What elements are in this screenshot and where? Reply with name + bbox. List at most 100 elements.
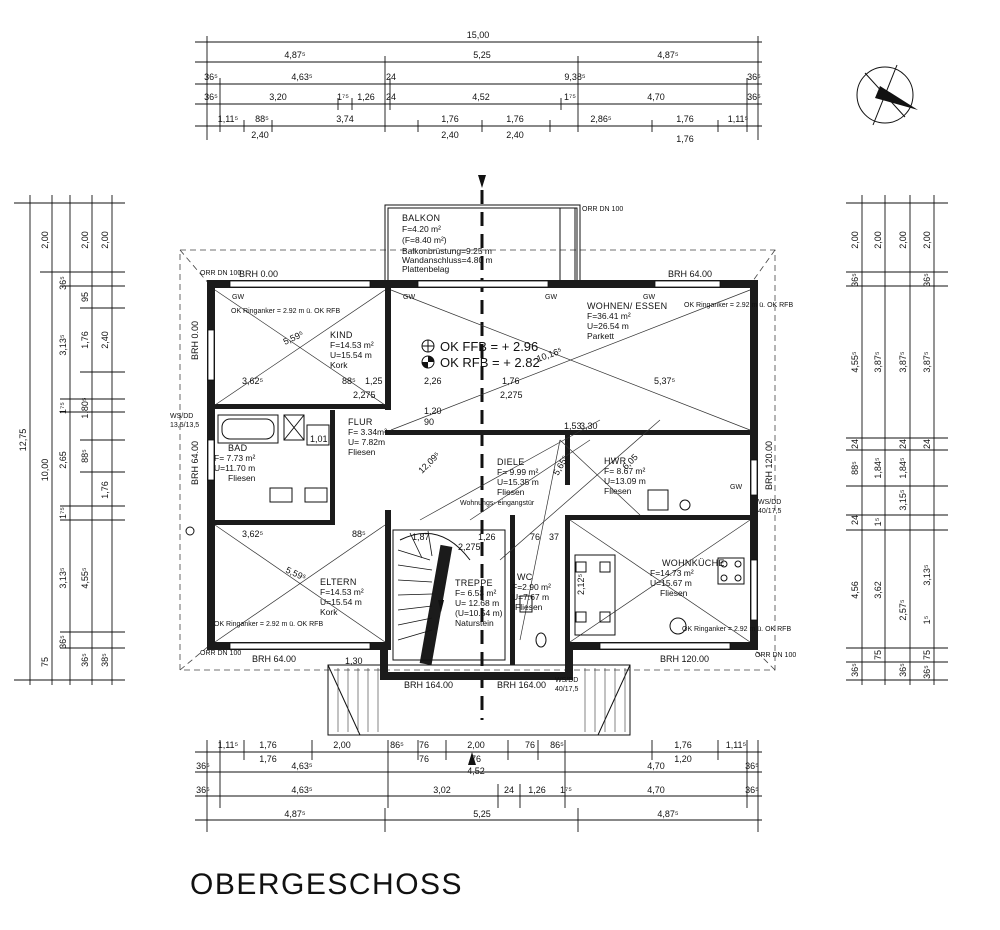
note-brh-top-right: BRH 64.00	[668, 269, 712, 279]
dim-885b: 88⁵	[352, 529, 366, 539]
dim-bot-r4-f: 1⁷⁵	[560, 785, 572, 795]
note-ws-bottom: WS/DD	[555, 677, 578, 684]
room-kind-perimeter: U=15.54 m	[330, 350, 372, 360]
note-orr-balkon: ORR DN 100	[582, 206, 623, 213]
room-wohnkueche: WOHNKÜCHE F=14.73 m² U=15.67 m Fliesen	[650, 558, 724, 598]
room-wohnen-area: F=36.41 m²	[587, 311, 631, 321]
room-eltern-perimeter: U=15.54 m	[320, 597, 362, 607]
dim-right-c3-d: 1,84⁵	[898, 457, 908, 479]
dim-top-r4-d: 1,76	[441, 114, 459, 124]
dim-right-c4-g: 75	[922, 650, 932, 660]
dim-top-r4-a: 1,11⁵	[218, 114, 239, 124]
dim-top-r1-a: 4,87⁵	[284, 50, 306, 60]
dim-bot-r5-c: 4,87⁵	[657, 809, 679, 819]
room-wohnen-perimeter: U=26.54 m	[587, 321, 629, 331]
dim-top-r4-c: 3,74	[336, 114, 354, 124]
dim-right-c4-b: 36⁵	[922, 273, 932, 287]
note-ringanker-4: OK Ringanker = 2.92 m ü. OK RFB	[682, 626, 791, 633]
dim-top-r3-e: 24	[386, 92, 396, 102]
note-ws-left-val: 13,5/13,5	[170, 422, 199, 429]
dim-right-c1-g: 4,56	[850, 581, 860, 599]
dim-right-c2-c: 1,84⁵	[873, 457, 883, 479]
section-line	[468, 175, 486, 765]
dim-top-r4-f: 2,86⁵	[590, 114, 612, 124]
room-eltern: ELTERN F=14.53 m² U=15.54 m Kork	[320, 577, 364, 617]
room-wohnkueche-floor: Fliesen	[660, 588, 688, 598]
room-eltern-name: ELTERN	[320, 577, 357, 587]
dim-top-r1-c: 4,87⁵	[657, 50, 679, 60]
north-arrow-icon	[856, 64, 918, 126]
room-eltern-floor: Kork	[320, 607, 338, 617]
note-orr-tl: ORR DN 100	[200, 270, 241, 277]
dim-right-c1-e: 88⁵	[850, 461, 860, 475]
room-diele-area: F= 9.99 m²	[497, 467, 539, 477]
room-hwr-area: F= 8.67 m²	[604, 466, 646, 476]
note-brh-left: BRH 0.00	[190, 321, 200, 360]
room-treppe-floor: Naturstein	[455, 618, 494, 628]
dim-bot-r4-a: 36⁵	[196, 785, 210, 795]
dim-90: 90	[424, 417, 434, 427]
exterior-light-icon	[185, 526, 195, 536]
dim-right-c1-c: 4,55⁵	[850, 351, 860, 373]
dim-2275c: 2,275	[458, 542, 481, 552]
dim-bot-r1-g: 76	[525, 740, 535, 750]
note-gw-4: GW	[643, 294, 655, 301]
dim-right-c2-f: 3,62	[873, 581, 883, 599]
dim-right-c4-a: 2,00	[922, 231, 932, 249]
level-ok-rfb: OK RFB = + 2.82	[440, 355, 540, 370]
room-treppe: TREPPE F= 6.53 m² U= 12.68 m (U=10.54 m)…	[455, 578, 503, 628]
dim-left-c3-c: 3,13⁵	[58, 334, 68, 356]
dim-top-r2-a: 36⁵	[204, 72, 218, 82]
dim-101: 1,01	[310, 434, 328, 444]
room-balkon-name: BALKON	[402, 213, 440, 223]
dim-top-r3-h: 4,70	[647, 92, 665, 102]
dim-2275a: 2,275	[353, 390, 376, 400]
dim-bot-r4-h: 36⁵	[745, 785, 759, 795]
room-bad-perimeter: U=11.70 m	[214, 463, 255, 473]
dim-right-c1-d: 24	[850, 439, 860, 449]
room-kind: KIND F=14.53 m² U=15.54 m Kork	[330, 330, 374, 370]
dim-left-c3-b: 36⁵	[58, 276, 68, 290]
room-wc-floor: Fliesen	[515, 602, 543, 612]
dim-212: 2,12⁵	[576, 573, 586, 595]
room-flur-perimeter: U= 7.82m	[348, 437, 385, 447]
fixtures	[185, 414, 745, 648]
dim-left-c4-d: 1,80⁵	[80, 397, 90, 419]
room-wohnkueche-area: F=14.73 m²	[650, 568, 694, 578]
interior-walls	[215, 288, 750, 666]
note-brh-left2: BRH 64.00	[190, 441, 200, 485]
room-diele-perimeter: U=15.35 m	[497, 477, 539, 487]
dim-bot-r3-c: 4,52	[467, 766, 485, 776]
note-brh-top-left: BRH 0.00	[239, 269, 278, 279]
dim-bot-r3-e: 36⁵	[745, 761, 759, 771]
dim-left-c3-i: 75	[40, 657, 50, 667]
dim-right-c1-f: 24	[850, 515, 860, 525]
note-ringanker-2: OK Ringanker = 2.92 m ü. OK RFB	[684, 302, 793, 309]
section-arrow-top-icon	[478, 175, 486, 188]
room-flur: FLUR F= 3.34m² U= 7.82m Fliesen	[348, 417, 387, 457]
dim-bot-r5-b: 5,25	[473, 809, 491, 819]
note-brh-right: BRH 120.00	[764, 441, 774, 490]
dim-left-overall: 12,75	[18, 429, 28, 452]
dim-right-c1-h: 36⁵	[850, 663, 860, 677]
room-wc: WC F=2.90 m² U=7.67 m Fliesen	[512, 572, 551, 612]
dim-bot-r2-a: 1,76	[259, 754, 277, 764]
right-dimension-chains: 2,00 36⁵ 4,55⁵ 24 88⁵ 24 4,56 36⁵ 2,00 3…	[846, 195, 948, 685]
room-diele: DIELE F= 9.99 m² U=15.35 m Fliesen	[497, 457, 539, 497]
dim-right-c4-f: 1⁵	[922, 615, 932, 624]
room-hwr-name: HWR	[604, 456, 627, 466]
room-wc-area: F=2.90 m²	[512, 582, 551, 592]
dim-559-top: 5,59⁵	[282, 329, 306, 347]
note-ringanker-1: OK Ringanker = 2.92 m ü. OK RFB	[231, 308, 340, 315]
room-bad-floor: Fliesen	[228, 473, 256, 483]
dim-130: 1,30	[345, 656, 363, 666]
room-kind-name: KIND	[330, 330, 353, 340]
room-balkon-wall: Wandanschluss=4.80 m	[402, 255, 493, 265]
dim-right-c2-g: 75	[873, 650, 883, 660]
staircase	[392, 529, 506, 661]
note-brh-bottom-mid2: BRH 164.00	[497, 680, 546, 690]
dim-left-c3-d: 1⁷⁵	[58, 402, 68, 414]
dim-top-r4-h: 1,11⁵	[728, 114, 749, 124]
note-ws-left: WS/DD	[170, 413, 193, 420]
